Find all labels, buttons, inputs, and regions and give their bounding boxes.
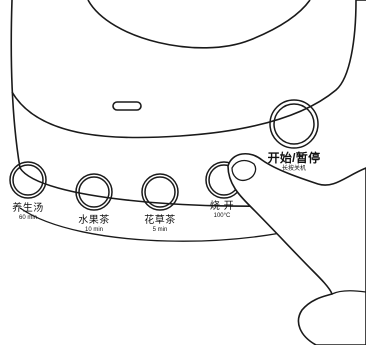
label-shaokai: 烧 开 100°C <box>200 201 244 220</box>
pressing-finger <box>227 153 366 346</box>
label-yangshengtang: 养生汤 60 min <box>6 203 50 222</box>
label-huacaocha-name: 花草茶 <box>144 215 176 226</box>
label-shaokai-temp: 100°C <box>213 213 231 219</box>
label-shuiguocha: 水果茶 10 min <box>72 215 116 234</box>
label-start-pause-hint: 长按关机 <box>281 166 306 172</box>
button-shuiguocha <box>75 173 113 211</box>
label-yangshengtang-name: 养生汤 <box>12 203 44 214</box>
label-shaokai-name: 烧 开 <box>209 201 235 212</box>
base-outline <box>10 0 366 208</box>
label-start-pause: 开始/暂停 长按关机 <box>262 152 326 172</box>
kettle-top-arc <box>87 0 311 49</box>
label-shuiguocha-time: 10 min <box>84 227 103 233</box>
indicator-light <box>112 101 142 111</box>
label-yangshengtang-time: 60 min <box>18 215 37 221</box>
bowl-arc <box>11 0 357 139</box>
label-huacaocha: 花草茶 5 min <box>138 215 182 234</box>
label-shuiguocha-name: 水果茶 <box>78 215 110 226</box>
button-start-pause <box>269 99 319 149</box>
button-huacaocha <box>141 173 179 211</box>
label-start-pause-name: 开始/暂停 <box>267 151 321 165</box>
label-huacaocha-time: 5 min <box>152 227 168 233</box>
button-yangshengtang <box>9 161 47 199</box>
